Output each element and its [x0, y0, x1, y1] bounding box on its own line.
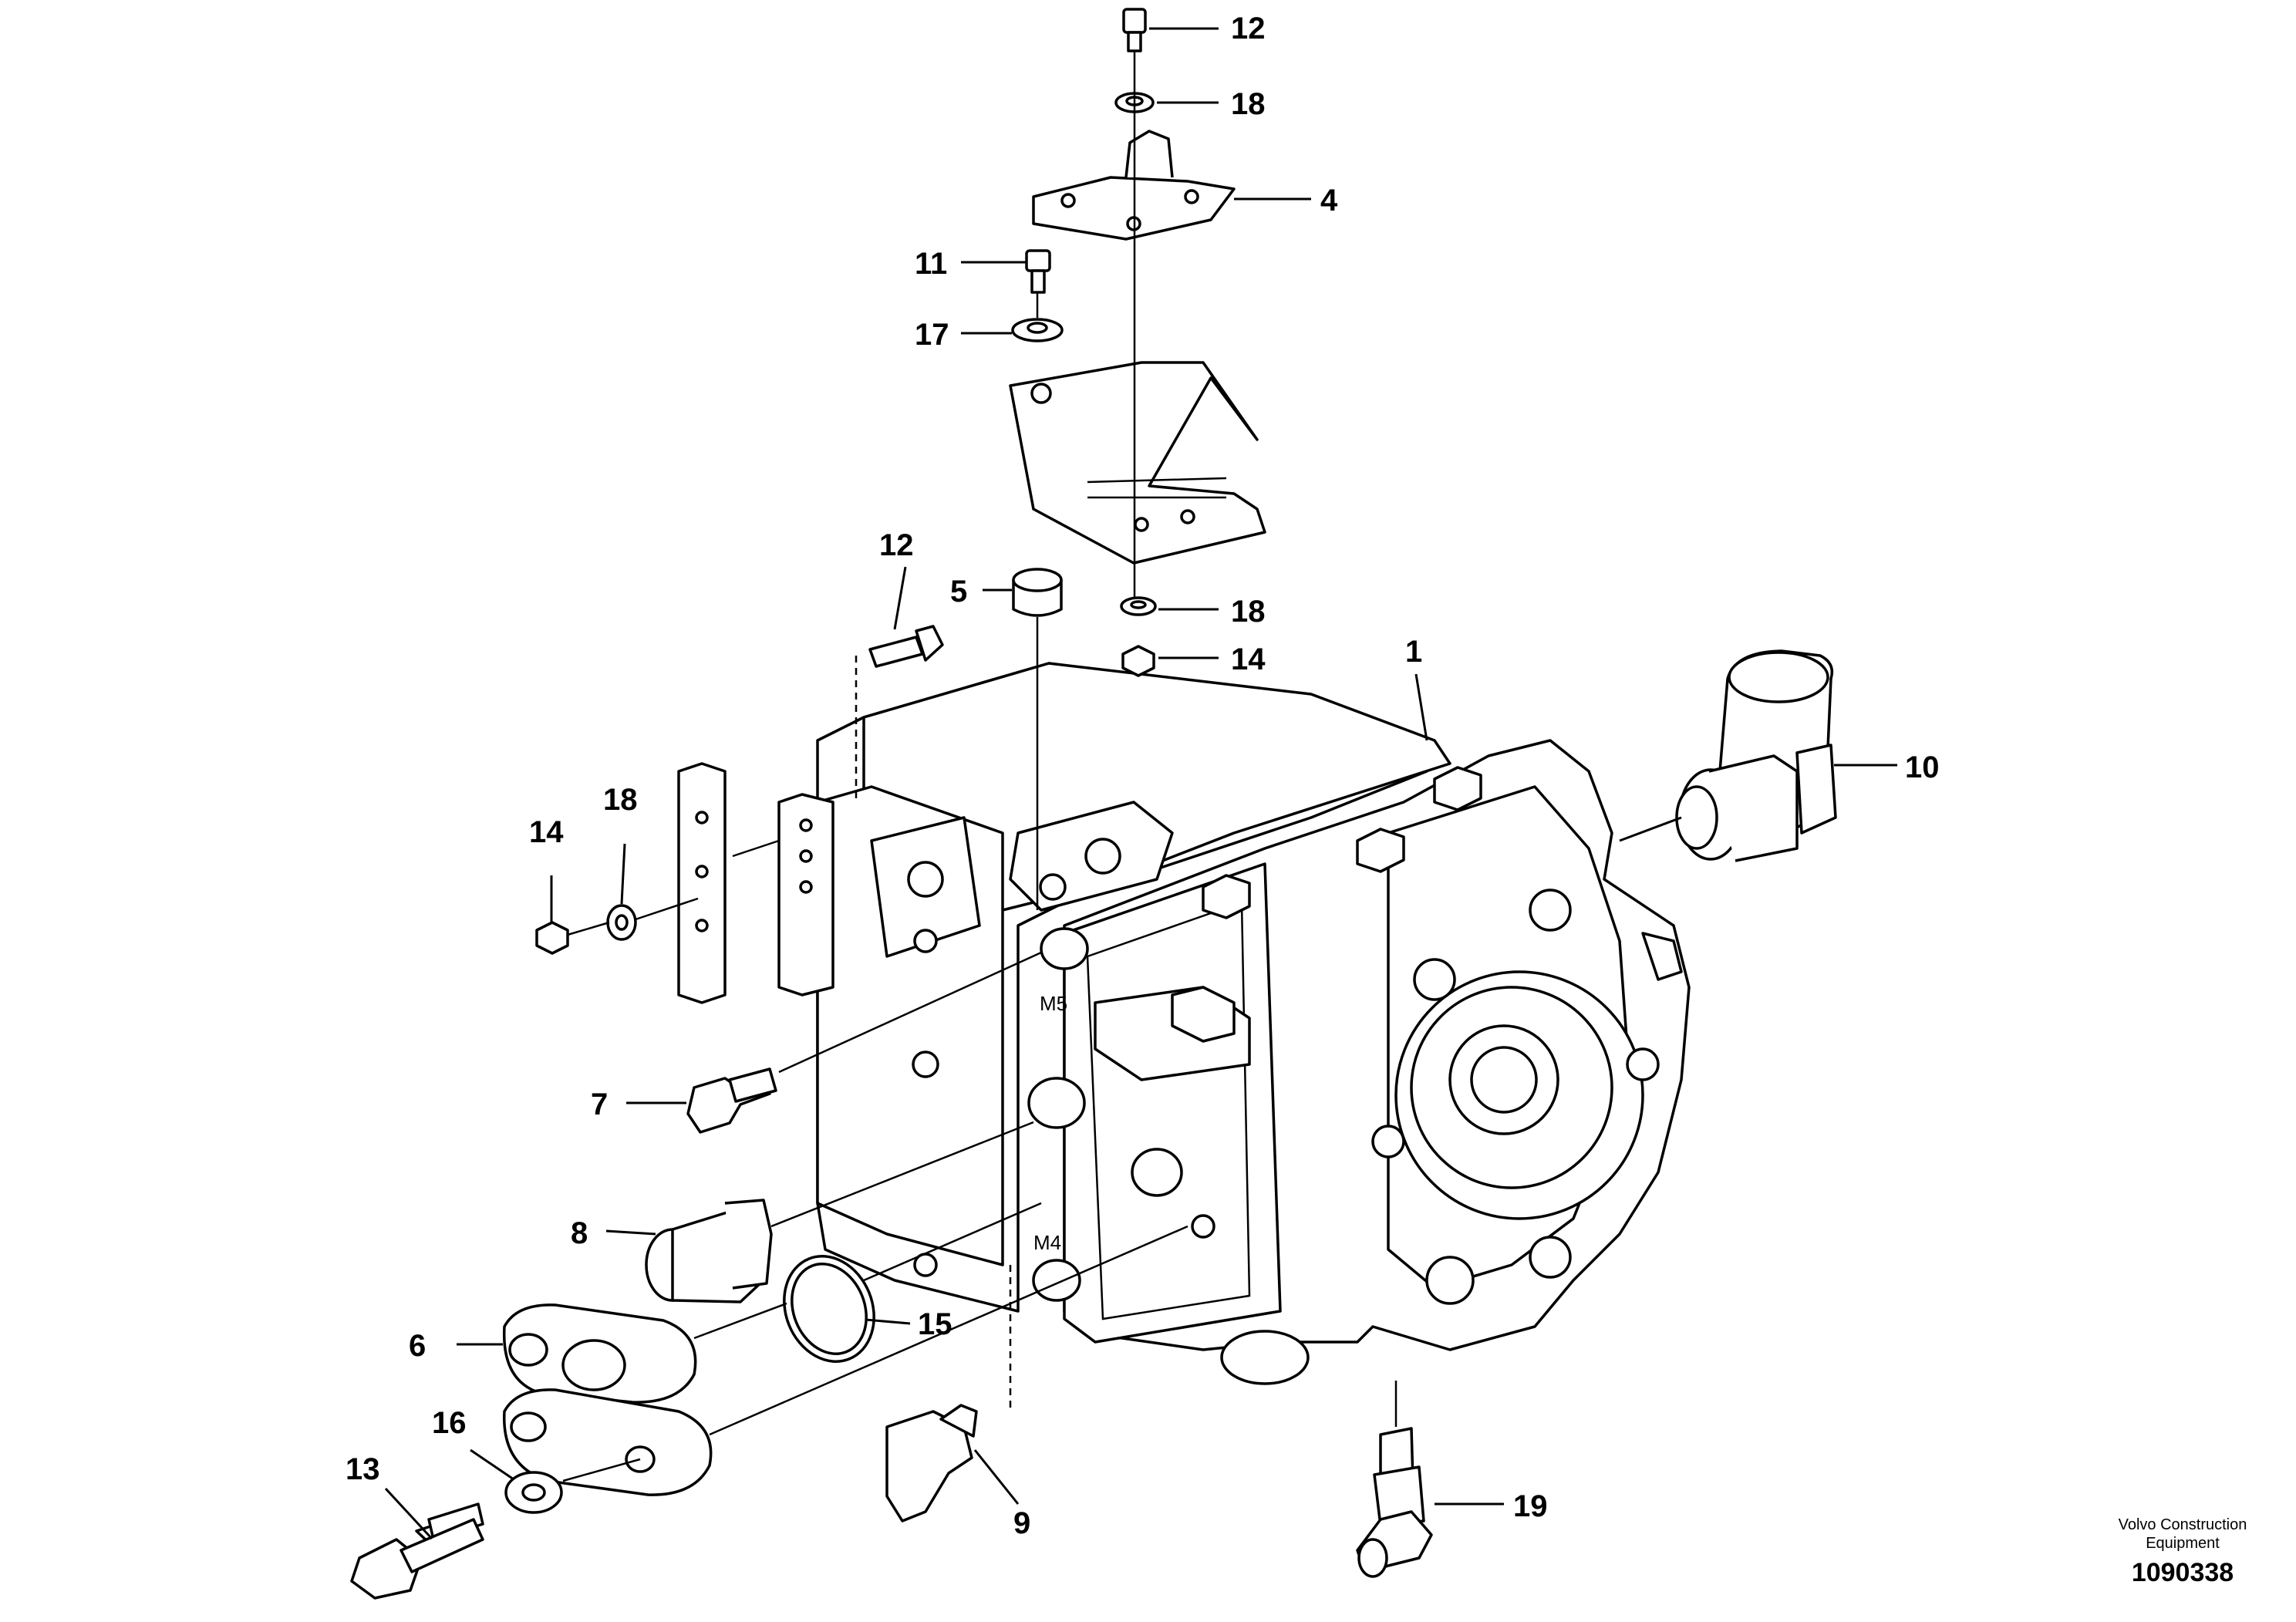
fitting-7: [686, 1067, 777, 1134]
callout-19: 19: [1513, 1489, 1548, 1523]
bolt-13: [350, 1502, 484, 1600]
publisher-credit: Volvo Construction Equipment: [2082, 1516, 2283, 1553]
elbow-fitting-19: [1356, 1427, 1433, 1578]
washer-16: [504, 1471, 563, 1514]
o-ring-15: [783, 1255, 875, 1363]
bolt-12-top: [1122, 8, 1147, 52]
callout-4: 4: [1320, 184, 1338, 218]
leader-lines: [384, 27, 1897, 1540]
lower-bracket-plate: [1009, 361, 1266, 565]
washer-18-mid: [1120, 596, 1157, 616]
callout-9: 9: [1013, 1506, 1030, 1540]
washer-17: [1011, 318, 1064, 342]
callout-7: 7: [591, 1088, 608, 1121]
callout-8: 8: [571, 1216, 588, 1250]
credit-line-2: Equipment: [2146, 1535, 2220, 1552]
callout-17: 17: [915, 318, 949, 352]
callout-13: 13: [346, 1452, 380, 1486]
split-flange-6: [502, 1303, 713, 1496]
spacer-5: [1012, 568, 1063, 617]
callout-1: 1: [1405, 635, 1422, 669]
elbow-fitting-10: [1675, 649, 1837, 862]
port-mark-m4: M4: [1033, 1231, 1061, 1254]
callout-18-left: 18: [603, 783, 638, 817]
port-mark-m5: M5: [1040, 992, 1067, 1015]
elbow-fitting-9: [885, 1404, 978, 1523]
callout-12-top: 12: [1231, 12, 1266, 46]
credit-line-1: Volvo Construction: [2118, 1516, 2247, 1533]
bolt-11: [1025, 249, 1051, 294]
callout-16: 16: [432, 1406, 467, 1440]
callout-15: 15: [918, 1307, 952, 1341]
fitting-8: [645, 1199, 773, 1303]
callout-numbers: 12 18 4 11 17 12 5 18 14 1 10 14 18 7 8 …: [346, 12, 1940, 1540]
callout-14-left: 14: [529, 815, 564, 849]
nut-14-right: [1121, 645, 1155, 677]
callout-10: 10: [1905, 750, 1940, 784]
callout-14-right: 14: [1231, 642, 1266, 676]
callout-18-mid: 18: [1231, 595, 1266, 629]
document-number: 1090338: [2131, 1558, 2234, 1587]
callout-6: 6: [409, 1329, 426, 1363]
pump-housing: M5 M4: [816, 662, 1691, 1385]
bolt-12-mid: [868, 625, 944, 668]
washer-18-left: [606, 904, 637, 941]
nut-14-left: [535, 921, 569, 955]
callout-18-top: 18: [1231, 87, 1266, 121]
callout-11: 11: [915, 247, 947, 281]
strip-plate: [677, 762, 834, 1004]
callout-12-mid: 12: [879, 528, 914, 562]
callout-5: 5: [950, 575, 967, 609]
